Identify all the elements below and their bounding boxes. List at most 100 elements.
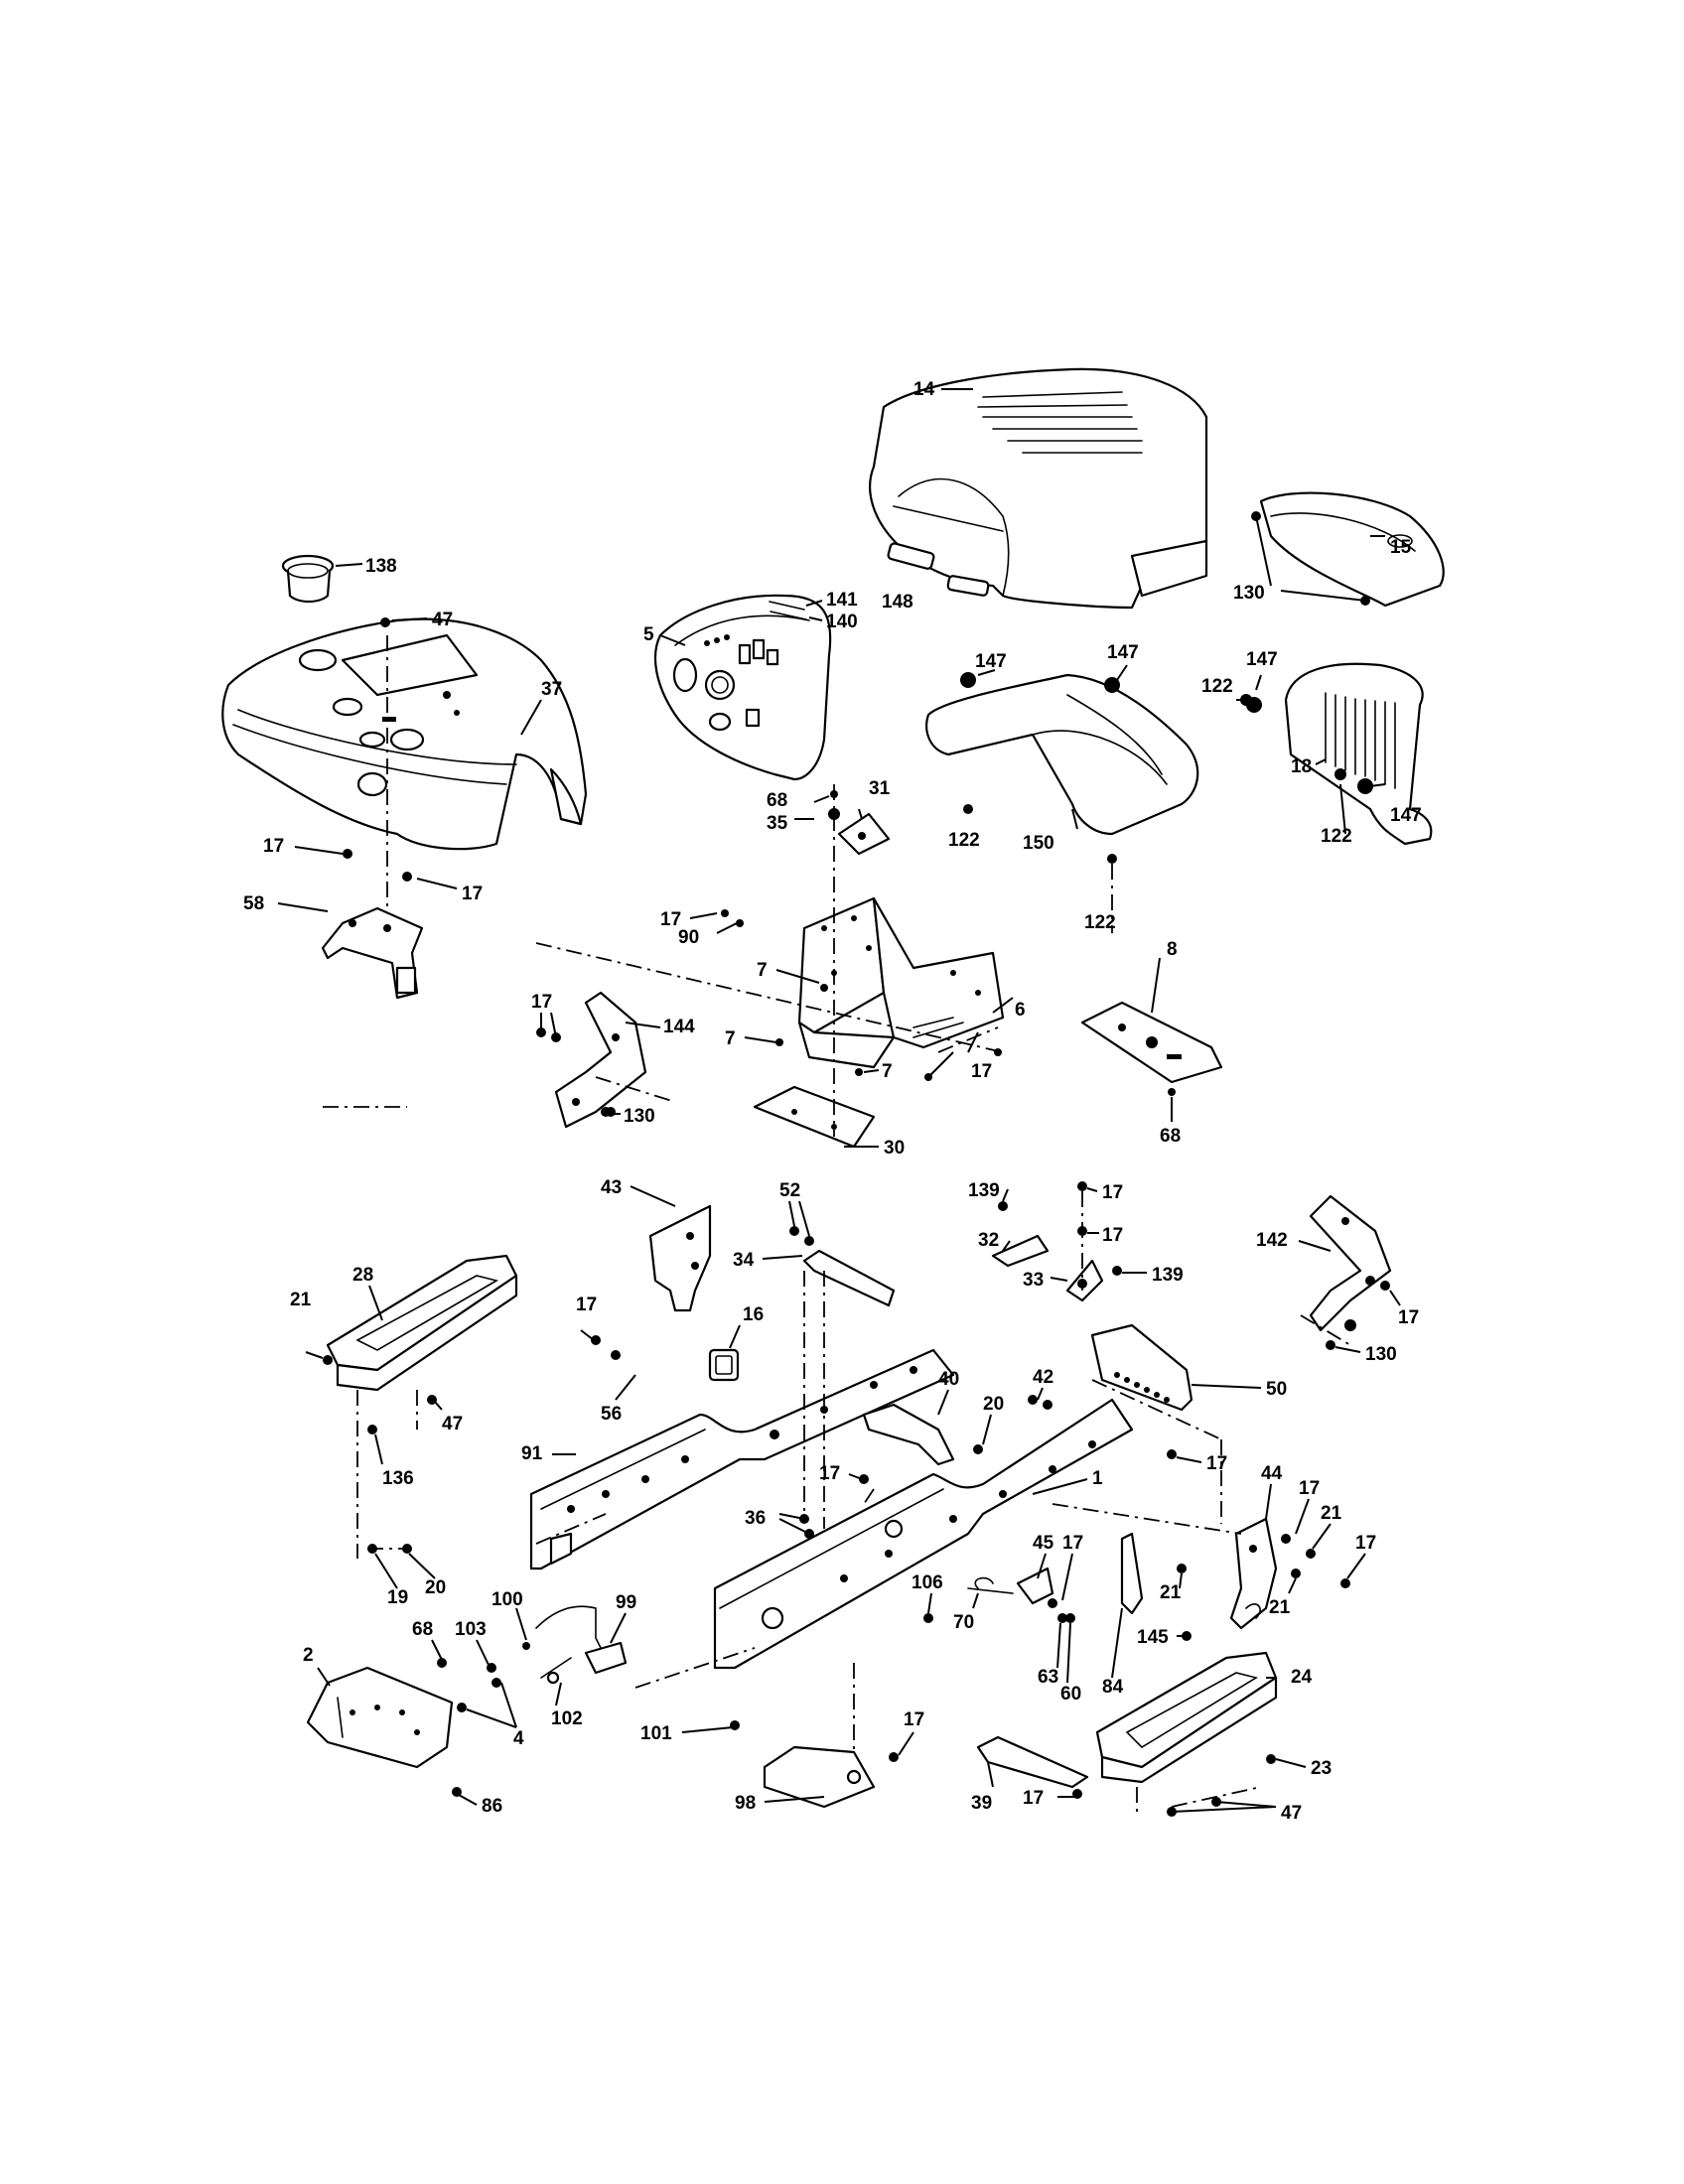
callout-68: 68	[412, 1619, 433, 1640]
callout-138: 138	[365, 556, 397, 577]
callout-142: 142	[1256, 1230, 1288, 1251]
callout-122: 122	[948, 830, 980, 851]
callout-122: 122	[1201, 676, 1233, 697]
keys-part-141-140	[769, 601, 807, 620]
callout-136: 136	[382, 1468, 414, 1489]
hitch-part-45-70	[967, 1567, 1054, 1605]
callout-102: 102	[551, 1708, 583, 1729]
callout-17: 17	[1102, 1225, 1123, 1246]
callout-17: 17	[819, 1463, 840, 1484]
callout-144: 144	[663, 1017, 695, 1037]
callout-17: 17	[1206, 1453, 1227, 1474]
callout-60: 60	[1060, 1684, 1081, 1705]
bracket-part-33	[1065, 1259, 1104, 1302]
plate-part-30	[753, 1085, 876, 1149]
callout-52: 52	[779, 1180, 800, 1201]
console-part-150	[925, 673, 1199, 836]
bracket-part-40	[862, 1403, 955, 1466]
callout-6: 6	[1015, 1000, 1026, 1021]
callout-20: 20	[983, 1394, 1004, 1415]
dash-panel-part-5	[653, 594, 832, 781]
callout-44: 44	[1261, 1463, 1283, 1484]
callout-150: 150	[1023, 833, 1054, 854]
callout-130: 130	[624, 1106, 655, 1127]
bracket-part-32	[991, 1234, 1050, 1268]
callout-17: 17	[1102, 1182, 1123, 1203]
callout-2: 2	[303, 1645, 314, 1666]
bracket-part-84	[1120, 1532, 1144, 1615]
callout-28: 28	[352, 1265, 373, 1286]
callout-7: 7	[725, 1028, 736, 1049]
callout-17: 17	[1023, 1788, 1044, 1809]
callout-90: 90	[678, 927, 699, 948]
callout-56: 56	[601, 1404, 622, 1425]
callout-17: 17	[904, 1709, 924, 1730]
callout-47: 47	[432, 610, 453, 630]
callout-35: 35	[767, 813, 788, 834]
callout-45: 45	[1033, 1533, 1054, 1554]
callout-145: 145	[1137, 1627, 1169, 1648]
bracket-part-39	[976, 1735, 1089, 1789]
callout-32: 32	[978, 1230, 999, 1251]
callout-20: 20	[425, 1577, 446, 1598]
callout-21: 21	[1160, 1582, 1182, 1603]
callout-122: 122	[1321, 826, 1352, 847]
leader-lines	[277, 388, 1401, 1813]
bracket-part-144	[554, 991, 647, 1129]
callout-140: 140	[826, 612, 858, 632]
callout-24: 24	[1291, 1667, 1313, 1688]
pin-part-102	[540, 1657, 572, 1685]
callout-39: 39	[971, 1793, 992, 1814]
footrest-right-part-24	[1095, 1651, 1278, 1784]
bracket-part-31	[837, 812, 891, 856]
callout-147: 147	[1246, 649, 1278, 670]
callout-103: 103	[455, 1619, 487, 1640]
bracket-part-58	[321, 906, 424, 1000]
callout-7: 7	[757, 960, 768, 981]
callout-47: 47	[442, 1414, 463, 1434]
hood-part-14	[869, 367, 1208, 610]
callout-5: 5	[643, 624, 654, 645]
callout-17: 17	[971, 1061, 992, 1082]
bracket-part-142	[1309, 1194, 1392, 1332]
callout-98: 98	[735, 1793, 756, 1814]
callout-58: 58	[243, 893, 264, 914]
callout-68: 68	[767, 790, 787, 811]
grille-top-part-15	[1259, 491, 1445, 608]
callout-68: 68	[1160, 1126, 1181, 1147]
callout-42: 42	[1033, 1367, 1053, 1388]
callout-106: 106	[912, 1572, 943, 1593]
callout-130: 130	[1365, 1344, 1397, 1365]
callout-1: 1	[1092, 1468, 1103, 1489]
callout-47: 47	[1281, 1803, 1302, 1824]
callout-labels: 14 138 47 37 141 140 5 148 15 130 147 14…	[243, 379, 1422, 1824]
dash-cover-part-37	[221, 617, 588, 851]
callout-33: 33	[1023, 1270, 1044, 1291]
callout-14: 14	[913, 379, 935, 400]
frame-left-part-91	[529, 1348, 955, 1570]
callout-148: 148	[882, 592, 913, 613]
pedal-rod-part-99	[535, 1605, 628, 1675]
plate-part-8	[1080, 1001, 1223, 1084]
callout-21: 21	[1269, 1597, 1291, 1618]
callout-15: 15	[1390, 537, 1412, 558]
callout-99: 99	[616, 1592, 636, 1613]
callout-23: 23	[1311, 1758, 1332, 1779]
callout-17: 17	[1062, 1533, 1083, 1554]
callout-17: 17	[1398, 1307, 1419, 1328]
callout-17: 17	[1355, 1533, 1376, 1554]
callout-21: 21	[290, 1290, 312, 1310]
callout-4: 4	[513, 1728, 524, 1749]
footrest-left-part-28	[326, 1254, 518, 1392]
callout-86: 86	[482, 1796, 502, 1817]
callout-34: 34	[733, 1250, 755, 1271]
callout-18: 18	[1291, 756, 1312, 777]
callout-101: 101	[640, 1723, 672, 1744]
callout-130: 130	[1233, 583, 1265, 604]
callout-17: 17	[1299, 1478, 1320, 1499]
callout-16: 16	[743, 1304, 764, 1325]
callout-37: 37	[541, 679, 562, 700]
callout-91: 91	[521, 1443, 543, 1464]
frame-right-part-1	[713, 1398, 1134, 1670]
callout-141: 141	[826, 590, 858, 611]
